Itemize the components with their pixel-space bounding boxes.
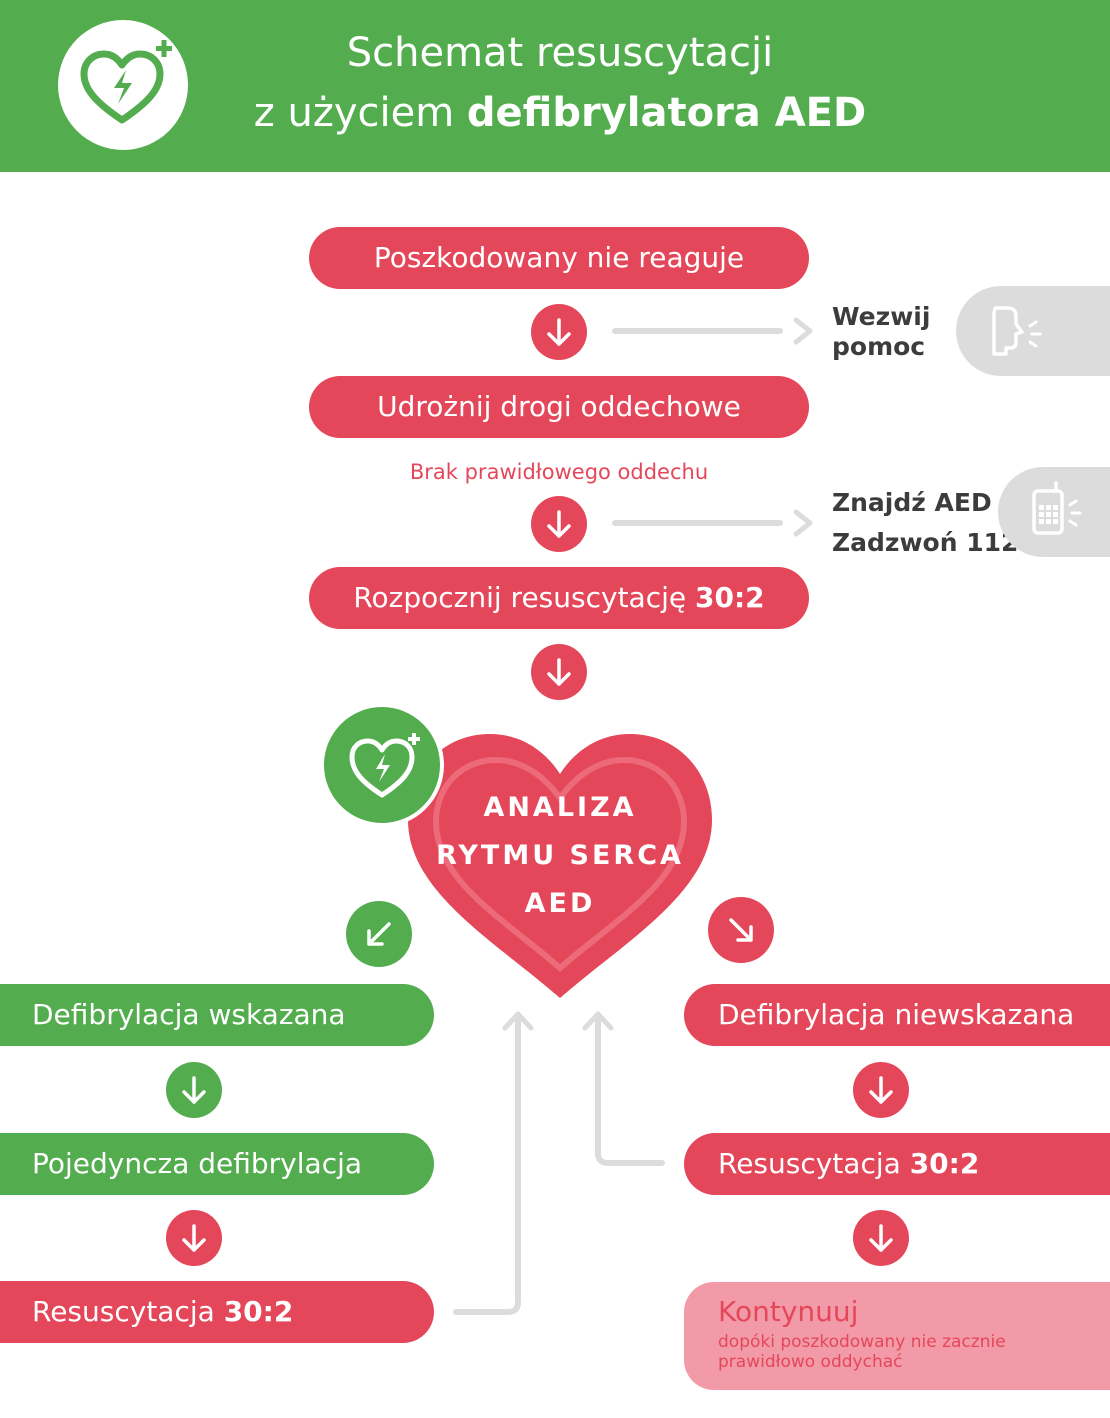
page-title-line1: Schemat resuscytacji xyxy=(346,30,774,76)
call-112-tab xyxy=(998,467,1110,557)
continue-title: Kontynuuj xyxy=(718,1295,859,1328)
no-breathing-note: Brak prawidłowego oddechu xyxy=(409,460,709,484)
analysis-line3: AED xyxy=(524,888,596,919)
arrow-down-right-icon xyxy=(708,897,774,963)
analysis-line1: ANALIZA xyxy=(483,792,637,823)
logo xyxy=(58,20,188,150)
call-112-label: Zadzwoń 112 xyxy=(832,528,1019,557)
arrow-down-icon xyxy=(166,1062,222,1118)
phone-icon xyxy=(1032,481,1082,535)
aed-badge xyxy=(320,703,444,827)
call-help-label: Wezwij pomoc xyxy=(832,302,931,361)
arrow-down-icon xyxy=(853,1062,909,1118)
arrow-down-icon xyxy=(166,1210,222,1266)
continue-sub-line2: prawidłowo oddychać xyxy=(718,1352,903,1372)
heart-defibrillator-icon xyxy=(349,733,420,798)
page-title-line2: z użyciem defibrylatora AED xyxy=(253,90,867,136)
step-open-airway: Udrożnij drogi oddechowe xyxy=(309,376,809,438)
person-shouting-icon xyxy=(992,306,1042,356)
header: Schemat resuscytacji z użyciem defibryla… xyxy=(0,0,1110,172)
right-cpr: Resuscytacja 30:2 xyxy=(684,1133,1110,1195)
analysis-heart xyxy=(400,722,720,1012)
call-help-tab xyxy=(956,286,1110,376)
find-aed-label: Znajdź AED xyxy=(832,488,992,517)
single-shock: Pojedyncza defibrylacja xyxy=(0,1133,434,1195)
left-cpr: Resuscytacja 30:2 xyxy=(0,1281,434,1343)
arrow-down-icon xyxy=(531,496,587,552)
step-unresponsive: Poszkodowany nie reaguje xyxy=(309,227,809,289)
continue-sub-line1: dopóki poszkodowany nie zacznie xyxy=(718,1332,1006,1352)
step-start-cpr: Rozpocznij resuscytację 30:2 xyxy=(309,567,809,629)
shock-advised: Defibrylacja wskazana xyxy=(0,984,434,1046)
no-shock-advised: Defibrylacja niewskazana xyxy=(684,984,1110,1046)
analysis-line2: RYTMU SERCA xyxy=(436,840,684,871)
arrow-down-left-icon xyxy=(346,901,412,967)
continue-box: Kontynuuj dopóki poszkodowany nie zaczni… xyxy=(684,1282,1110,1390)
arrow-down-icon xyxy=(531,644,587,700)
heart-defibrillator-icon xyxy=(80,40,172,124)
arrow-down-icon xyxy=(531,304,587,360)
arrow-down-icon xyxy=(853,1210,909,1266)
